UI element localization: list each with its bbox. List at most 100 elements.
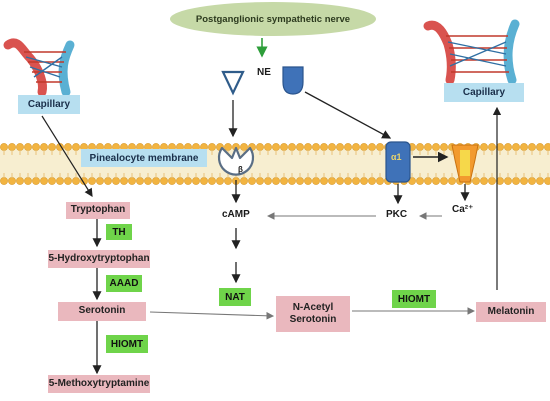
lipid-head <box>24 177 32 185</box>
beta-label: β <box>238 165 243 174</box>
melatonin-box: Melatonin <box>476 302 546 322</box>
lipid-head <box>504 143 512 151</box>
lipid-head <box>432 177 440 185</box>
lipid-head <box>352 143 360 151</box>
lipid-head <box>488 143 496 151</box>
serotonin-box: Serotonin <box>58 302 146 321</box>
lipid-head <box>0 177 8 185</box>
nat-box: NAT <box>219 288 251 306</box>
lipid-head <box>296 143 304 151</box>
arrow-capillary-to-tryptophan <box>41 115 93 198</box>
lipid-head <box>40 177 48 185</box>
lipid-head <box>256 177 264 185</box>
lipid-head <box>416 177 424 185</box>
lipid-head <box>520 143 528 151</box>
lipid-head <box>536 143 544 151</box>
lipid-head <box>336 177 344 185</box>
nacetyl-serotonin-box: N-Acetyl Serotonin <box>276 296 350 332</box>
pkc-label: PKC <box>386 209 408 220</box>
ne-triangle-ligand-icon <box>221 70 245 96</box>
th-box: TH <box>106 224 132 240</box>
lipid-head <box>440 143 448 151</box>
lipid-head <box>344 177 352 185</box>
lipid-head <box>192 177 200 185</box>
lipid-head <box>320 143 328 151</box>
lipid-head <box>32 143 40 151</box>
lipid-head <box>216 177 224 185</box>
ne-receptor-shape-icon <box>282 66 304 95</box>
lipid-head <box>48 177 56 185</box>
lipid-head <box>312 177 320 185</box>
lipid-head <box>24 143 32 151</box>
lipid-head <box>96 177 104 185</box>
lipid-head <box>120 177 128 185</box>
lipid-head <box>248 177 256 185</box>
postganglionic-nerve-label: Postganglionic sympathetic nerve <box>170 2 376 36</box>
nacetyl-line1: N-Acetyl <box>292 301 334 313</box>
lipid-head <box>48 143 56 151</box>
lipid-head <box>64 143 72 151</box>
lipid-head <box>376 177 384 185</box>
nacetyl-line2: Serotonin <box>289 314 337 325</box>
lipid-head <box>224 177 232 185</box>
lipid-head <box>328 143 336 151</box>
arrow-serotonin-to-nacetyl <box>149 311 275 320</box>
lipid-head <box>184 177 192 185</box>
lipid-head <box>56 177 64 185</box>
lipid-head <box>32 177 40 185</box>
lipid-head <box>112 177 120 185</box>
lipid-head <box>160 177 168 185</box>
lipid-head <box>296 177 304 185</box>
camp-label: cAMP <box>222 209 250 220</box>
lipid-head <box>16 177 24 185</box>
lipid-head <box>368 143 376 151</box>
calcium-channel-icon <box>451 144 479 183</box>
capillary-right-label: Capillary <box>444 83 524 102</box>
beta-receptor-icon <box>217 146 255 176</box>
capillary-left-label: Capillary <box>18 95 80 114</box>
lipid-head <box>0 143 8 151</box>
lipid-head <box>360 143 368 151</box>
lipid-head <box>240 143 248 151</box>
lipid-head <box>368 177 376 185</box>
lipid-head <box>272 177 280 185</box>
lipid-head <box>288 143 296 151</box>
lipid-head <box>424 177 432 185</box>
lipid-head <box>264 177 272 185</box>
lipid-head <box>440 177 448 185</box>
lipid-head <box>536 177 544 185</box>
lipid-head <box>288 177 296 185</box>
lipid-head <box>256 143 264 151</box>
calcium-label: Ca²⁺ <box>452 204 474 215</box>
lipid-head <box>280 143 288 151</box>
alpha1-receptor-icon <box>385 141 411 183</box>
hiomt-left-box: HIOMT <box>106 335 148 353</box>
hiomt-right-box: HIOMT <box>392 290 436 308</box>
lipid-head <box>528 177 536 185</box>
lipid-head <box>344 143 352 151</box>
lipid-head <box>72 143 80 151</box>
lipid-head <box>16 143 24 151</box>
lipid-head <box>328 177 336 185</box>
lipid-head <box>8 177 16 185</box>
lipid-head <box>472 177 480 185</box>
arrow-ne-to-alpha1 <box>304 91 392 139</box>
lipid-head <box>224 143 232 151</box>
lipid-head <box>416 143 424 151</box>
lipid-head <box>72 177 80 185</box>
lipid-head <box>528 143 536 151</box>
lipid-head <box>168 177 176 185</box>
lipid-head <box>8 143 16 151</box>
lipid-head <box>520 177 528 185</box>
lipid-head <box>272 143 280 151</box>
lipid-head <box>128 177 136 185</box>
lipid-head <box>88 177 96 185</box>
lipid-head <box>312 143 320 151</box>
alpha1-label: α1 <box>391 152 402 162</box>
lipid-head <box>352 177 360 185</box>
lipid-head <box>176 177 184 185</box>
lipid-head <box>432 143 440 151</box>
lipid-head <box>40 143 48 151</box>
lipid-head <box>488 177 496 185</box>
lipid-head <box>544 177 550 185</box>
